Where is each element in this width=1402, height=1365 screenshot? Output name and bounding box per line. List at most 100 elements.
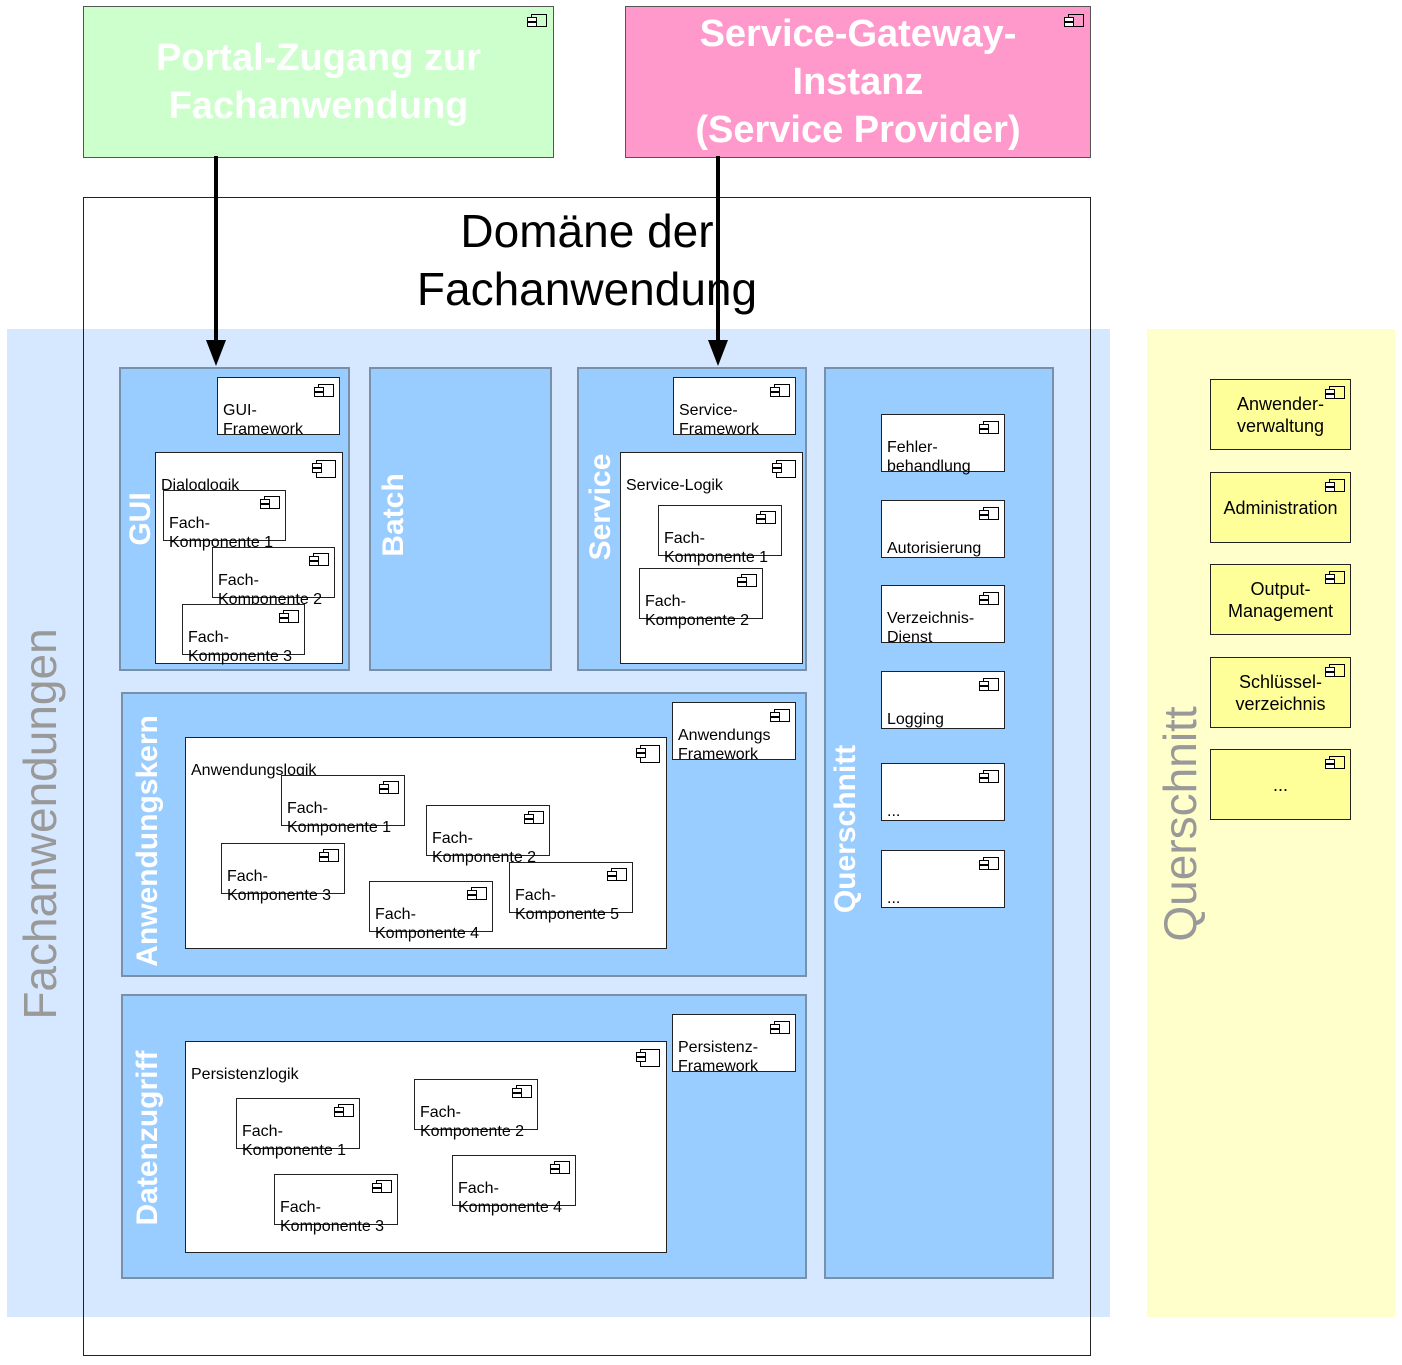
kern-fach-komponente-1-label: Fach- Komponente 1	[287, 800, 392, 836]
querschnitt-placeholder-2-label: ...	[887, 890, 901, 907]
autorisierung-label: Autorisierung	[887, 540, 982, 557]
service-fach-komponente-2-label: Fach- Komponente 2	[645, 593, 750, 629]
gui-fach-komponente-3: Fach- Komponente 3	[182, 604, 305, 665]
component-icon	[527, 14, 547, 27]
anwendungs-framework-label: Anwendungs Framework	[678, 727, 771, 763]
component-icon	[1325, 386, 1345, 399]
fehlerbehandlung: Fehler- behandlung	[881, 414, 1005, 475]
service-logik-label: Service-Logik	[626, 477, 723, 494]
output-management-label: Output- Management	[1227, 578, 1334, 621]
component-icon	[1325, 479, 1345, 492]
component-icon	[309, 553, 329, 566]
daten-fach-komponente-4: Fach- Komponente 4	[452, 1155, 576, 1216]
portal-arrow-line	[214, 156, 218, 340]
component-icon	[770, 709, 790, 722]
daten-fach-komponente-3-label: Fach- Komponente 3	[280, 1199, 385, 1235]
kern-fach-komponente-1: Fach- Komponente 1	[281, 775, 405, 836]
gateway-label: Service-Gateway- Instanz (Service Provid…	[695, 13, 1021, 151]
querschnitt-placeholder: ...	[1210, 749, 1351, 820]
kern-fach-komponente-3-label: Fach- Komponente 3	[227, 868, 332, 904]
portal-box: Portal-Zugang zur Fachanwendung	[83, 6, 554, 158]
component-icon	[319, 849, 339, 862]
querschnitt-placeholder-1: ...	[881, 763, 1005, 821]
anwenderverwaltung: Anwender- verwaltung	[1210, 379, 1351, 450]
anwendungs-framework: Anwendungs Framework	[672, 702, 796, 763]
kern-fach-komponente-4-label: Fach- Komponente 4	[375, 906, 480, 942]
service-framework-label: Service- Framework	[679, 402, 760, 438]
component-icon	[770, 1021, 790, 1034]
anwendungslogik-label: Anwendungslogik	[191, 762, 317, 779]
daten-fach-komponente-3: Fach- Komponente 3	[274, 1174, 398, 1235]
gui-fach-komponente-2: Fach- Komponente 2	[212, 547, 335, 608]
component-icon	[979, 678, 999, 691]
component-icon	[550, 1161, 570, 1174]
component-icon	[607, 868, 627, 881]
anwendungskern-layer: Anwendungskern Anwendungs Framework Anwe…	[121, 692, 807, 977]
schluesselverzeichnis-label: Schlüssel- verzeichnis	[1235, 671, 1326, 714]
component-icon	[1325, 756, 1345, 769]
service-layer: Service Service- Framework Service-Logik…	[577, 367, 807, 671]
gateway-box: Service-Gateway- Instanz (Service Provid…	[625, 6, 1091, 158]
component-icon	[260, 496, 280, 509]
gui-layer: GUI GUI- Framework Dialoglogik Fach- Kom…	[119, 367, 350, 671]
gui-fach-komponente-1-label: Fach- Komponente 1	[169, 515, 274, 551]
batch-layer-label: Batch	[377, 473, 410, 557]
service-fach-komponente-1: Fach- Komponente 1	[658, 505, 782, 566]
verzeichnis-dienst: Verzeichnis- Dienst	[881, 585, 1005, 646]
gui-layer-label: GUI	[124, 492, 157, 546]
gateway-arrow-line	[716, 156, 720, 340]
fachanwendungen-zone-label: Fachanwendungen	[14, 628, 66, 1020]
kern-fach-komponente-2: Fach- Komponente 2	[426, 805, 550, 866]
kern-fach-komponente-2-label: Fach- Komponente 2	[432, 830, 537, 866]
component-icon	[372, 1180, 392, 1193]
kern-fach-komponente-5-label: Fach- Komponente 5	[515, 887, 620, 923]
service-fach-komponente-1-label: Fach- Komponente 1	[664, 530, 769, 566]
component-icon	[312, 460, 336, 478]
component-icon	[979, 770, 999, 783]
output-management: Output- Management	[1210, 564, 1351, 635]
querschnitt-layer: Querschnitt Fehler- behandlung Autorisie…	[824, 367, 1054, 1279]
gui-fach-komponente-2-label: Fach- Komponente 2	[218, 572, 323, 608]
gui-framework: GUI- Framework	[217, 377, 340, 438]
component-icon	[379, 781, 399, 794]
kern-fach-komponente-3: Fach- Komponente 3	[221, 843, 345, 904]
service-fach-komponente-2: Fach- Komponente 2	[639, 568, 763, 629]
anwendungskern-layer-label: Anwendungskern	[131, 715, 164, 967]
service-logik-container: Service-Logik	[620, 452, 803, 664]
component-icon	[636, 745, 660, 763]
datenzugriff-layer-label: Datenzugriff	[131, 1050, 164, 1226]
component-icon	[636, 1049, 660, 1067]
persistenz-framework-label: Persistenz- Framework	[678, 1039, 759, 1075]
kern-fach-komponente-4: Fach- Komponente 4	[369, 881, 493, 942]
persistenzlogik-label: Persistenzlogik	[191, 1066, 299, 1083]
datenzugriff-layer: Datenzugriff Persistenz- Framework Persi…	[121, 994, 807, 1279]
domain-title: Domäne der Fachanwendung	[416, 205, 758, 315]
logging: Logging	[881, 671, 1005, 729]
daten-fach-komponente-2-label: Fach- Komponente 2	[420, 1104, 525, 1140]
component-icon	[979, 857, 999, 870]
component-icon	[467, 887, 487, 900]
component-icon	[1325, 664, 1345, 677]
querschnitt-placeholder-1-label: ...	[887, 803, 901, 820]
daten-fach-komponente-2: Fach- Komponente 2	[414, 1079, 538, 1140]
gui-fach-komponente-1: Fach- Komponente 1	[163, 490, 286, 551]
component-icon	[279, 610, 299, 623]
component-icon	[512, 1085, 532, 1098]
service-framework: Service- Framework	[673, 377, 796, 438]
verzeichnis-dienst-label: Verzeichnis- Dienst	[887, 610, 975, 646]
service-layer-label: Service	[584, 453, 617, 561]
dialoglogik-label: Dialoglogik	[161, 477, 240, 494]
anwenderverwaltung-label: Anwender- verwaltung	[1236, 393, 1325, 436]
querschnitt-zone-label: Querschnitt	[1154, 706, 1206, 942]
daten-fach-komponente-4-label: Fach- Komponente 4	[458, 1180, 563, 1216]
gateway-arrow-head	[708, 340, 728, 366]
administration: Administration	[1210, 472, 1351, 543]
portal-label: Portal-Zugang zur Fachanwendung	[155, 37, 482, 127]
kern-fach-komponente-5: Fach- Komponente 5	[509, 862, 633, 923]
component-icon	[979, 421, 999, 434]
daten-fach-komponente-1: Fach- Komponente 1	[236, 1098, 360, 1159]
fehlerbehandlung-label: Fehler- behandlung	[887, 439, 971, 475]
schluesselverzeichnis: Schlüssel- verzeichnis	[1210, 657, 1351, 728]
persistenz-framework: Persistenz- Framework	[672, 1014, 796, 1075]
component-icon	[314, 384, 334, 397]
